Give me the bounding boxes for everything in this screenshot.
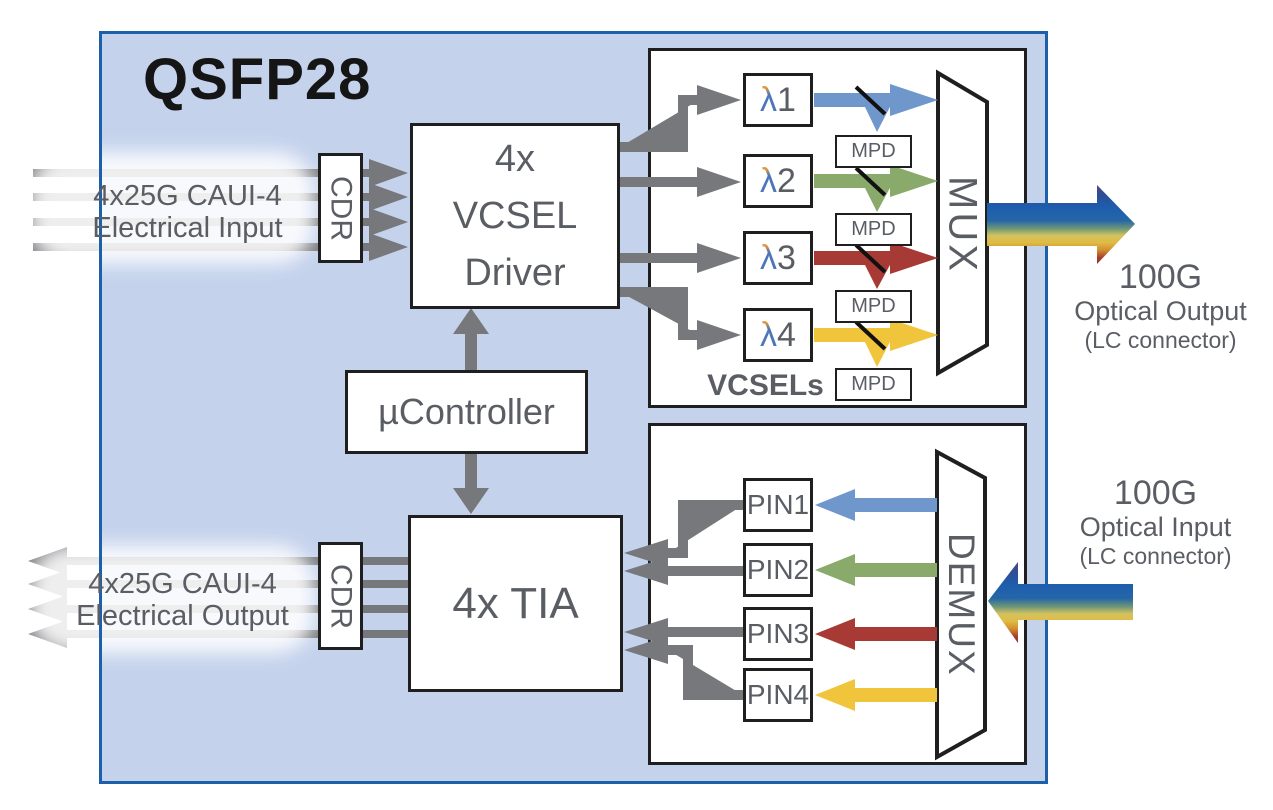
electrical-output-label: 4x25G CAUI-4 Electrical Output (40, 568, 325, 633)
optical-output-label: 100G Optical Output (LC connector) (1058, 258, 1263, 354)
vcsels-label: VCSELs (707, 369, 824, 402)
pin2-block: PIN2 (743, 543, 813, 597)
ucontroller-label: µController (378, 391, 555, 432)
cdr-to-driver-arrows (369, 159, 408, 261)
vcsel-driver-line1: 4x (494, 137, 536, 180)
cdr-top-label: CDR (324, 175, 358, 241)
electrical-output-line1: 4x25G CAUI-4 (88, 568, 277, 600)
electrical-input-line1: 4x25G CAUI-4 (93, 180, 282, 212)
mpd3-label: MPD (851, 295, 896, 317)
mpd4-block: MPD (835, 368, 912, 401)
pin4-block: PIN4 (743, 668, 813, 722)
tia-block: 4x TIA (408, 515, 623, 692)
rx-lane2-green-arrow (815, 554, 937, 586)
pin1-label: PIN1 (746, 489, 810, 520)
optical-input-label: 100G Optical Input (LC connector) (1053, 474, 1258, 570)
pin-to-tia-connectors (624, 500, 743, 700)
mpd-beam-taps (854, 85, 887, 351)
electrical-input-label: 4x25G CAUI-4 Electrical Input (50, 180, 325, 245)
pin3-block: PIN3 (743, 607, 813, 661)
tia-label: 4x TIA (452, 578, 579, 628)
mpd1-label: MPD (851, 140, 896, 162)
lambda2-glyph: λ (760, 161, 778, 200)
demux-label: DEMUX (941, 533, 982, 677)
mpd2-block: MPD (835, 213, 912, 246)
electrical-input-line2: Electrical Input (92, 212, 283, 245)
pin2-label: PIN2 (746, 554, 810, 585)
mpd2-label: MPD (851, 218, 896, 240)
vcsel-driver-block: 4x VCSEL Driver (410, 123, 620, 309)
cdr-bottom-block: CDR (318, 542, 363, 650)
mpd1-block: MPD (835, 135, 912, 168)
ucontroller-block: µController (345, 370, 588, 454)
rx-lane4-yellow-arrow (815, 679, 937, 711)
vcsel-driver-line2: VCSEL (452, 194, 578, 237)
lambda2-num: 2 (777, 161, 796, 200)
cdr-bottom-label: CDR (324, 563, 358, 629)
pin4-label: PIN4 (746, 679, 810, 710)
lambda1-glyph: λ (760, 80, 778, 119)
cdr-top-block: CDR (318, 153, 363, 263)
lambda3-glyph: λ (760, 238, 778, 277)
page-title: QSFP28 (143, 47, 372, 112)
vcsel-driver-line3: Driver (464, 251, 566, 294)
pin1-block: PIN1 (743, 478, 813, 532)
optical-output-line3: (LC connector) (1084, 327, 1237, 353)
optical-output-line1: 100G (1118, 258, 1203, 296)
lambda4-glyph: λ (760, 315, 778, 354)
optical-input-line1: 100G (1113, 474, 1198, 512)
pin3-label: PIN3 (746, 618, 810, 649)
ucontroller-arrows (453, 308, 489, 514)
lambda4-num: 4 (777, 315, 796, 354)
rx-lane1-blue-arrow (815, 489, 937, 521)
driver-feed-lines (620, 85, 741, 350)
lambda1-num: 1 (777, 80, 796, 119)
input-label-glow (30, 152, 315, 264)
optical-input-line2: Optical Input (1079, 512, 1232, 542)
mpd4-label: MPD (851, 373, 896, 395)
lambda3-num: 3 (777, 238, 796, 277)
optical-output-line2: Optical Output (1074, 296, 1247, 326)
mux-label: MUX (940, 176, 985, 274)
rx-lane3-red-arrow (815, 618, 937, 650)
electrical-output-line2: Electrical Output (76, 600, 289, 633)
mpd3-block: MPD (835, 290, 912, 323)
optical-input-line3: (LC connector) (1079, 543, 1232, 569)
mux-shape (936, 69, 989, 377)
output-label-glow (30, 545, 315, 653)
demux-shape (935, 448, 987, 761)
